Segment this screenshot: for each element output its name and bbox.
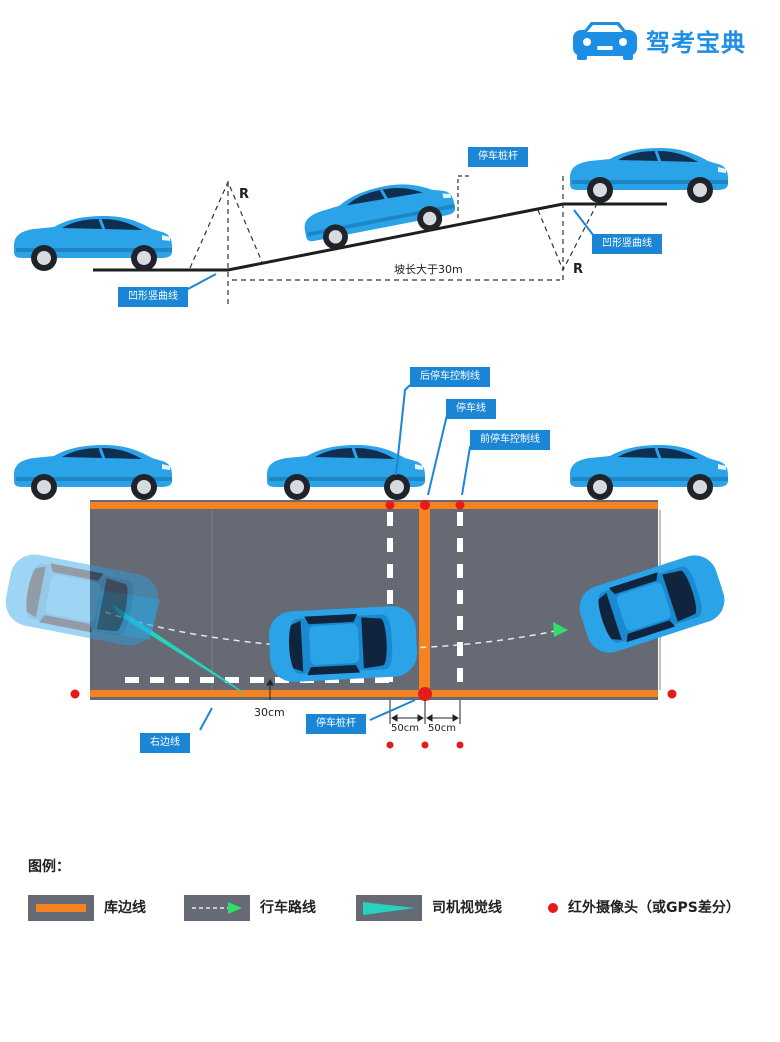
curve-radius-lines-left — [189, 180, 263, 269]
car-roadside-middle — [265, 443, 427, 502]
legend-swatches — [28, 895, 558, 921]
gap-50cm-right-label: 50cm — [428, 723, 456, 734]
orange-line-icon — [36, 904, 86, 912]
gap-50cm-left-label: 50cm — [391, 723, 419, 734]
edge-line-top — [90, 502, 658, 509]
radius-label-right: R — [573, 262, 584, 277]
infrared-cameras — [70, 500, 677, 749]
gap-dimension-50cm — [389, 700, 461, 724]
callout-parking-stop-post: 停车桩杆 — [306, 714, 366, 734]
car-slope-middle — [298, 172, 460, 257]
slope-length-label: 坡长大于30m — [394, 263, 463, 276]
curve-radius-lines-right — [537, 201, 599, 272]
legend-label: 司机视觉线 — [432, 900, 502, 916]
callout-right-edge-line: 右边线 — [140, 733, 190, 753]
driving-path-arrow — [553, 622, 568, 637]
legend-item-sight-line: 司机视觉线 — [422, 893, 502, 921]
brand-logo: 驾考宝典 — [640, 18, 746, 62]
gap-dimension-30cm — [266, 679, 274, 700]
car-parking-stopped — [267, 604, 419, 684]
callout-concave-curve-left: 凹形竖曲线 — [118, 287, 188, 307]
parking-section — [1, 384, 731, 749]
edge-line-bottom — [90, 690, 658, 697]
callout-stop-line: 停车线 — [446, 399, 496, 419]
stop-line — [419, 505, 430, 695]
sight-wedge-icon — [363, 902, 415, 915]
callout-rear-control-line: 后停车控制线 — [410, 367, 490, 387]
car-roadside-left — [12, 443, 174, 502]
car-slope-start — [12, 214, 174, 273]
car-slope-top — [568, 146, 730, 205]
dashed-arrow-icon — [228, 902, 242, 914]
callout-slope-stop-post: 停车桩杆 — [468, 147, 528, 167]
brand-name: 驾考宝典 — [646, 28, 746, 57]
radius-label-left: R — [239, 187, 250, 202]
legend-item-edge-line: 库边线 — [94, 893, 146, 921]
callout-concave-curve-right: 凹形竖曲线 — [592, 234, 662, 254]
slope-ground-line — [93, 202, 667, 272]
legend-label: 行车路线 — [260, 900, 316, 916]
car-logo-icon — [573, 22, 637, 60]
car-roadside-right — [568, 443, 730, 502]
legend-item-camera: 红外摄像头（或GPS差分） — [558, 893, 740, 921]
slope-stop-post — [457, 175, 470, 218]
slope-section — [12, 146, 730, 306]
gap-30cm-label: 30cm — [254, 706, 285, 719]
legend-title: 图例： — [28, 859, 70, 875]
red-dot-icon — [548, 903, 558, 913]
callout-front-control-line: 前停车控制线 — [470, 430, 550, 450]
legend-label: 库边线 — [104, 900, 146, 916]
legend-label: 红外摄像头（或GPS差分） — [568, 900, 740, 916]
legend-item-driving-route: 行车路线 — [250, 893, 316, 921]
